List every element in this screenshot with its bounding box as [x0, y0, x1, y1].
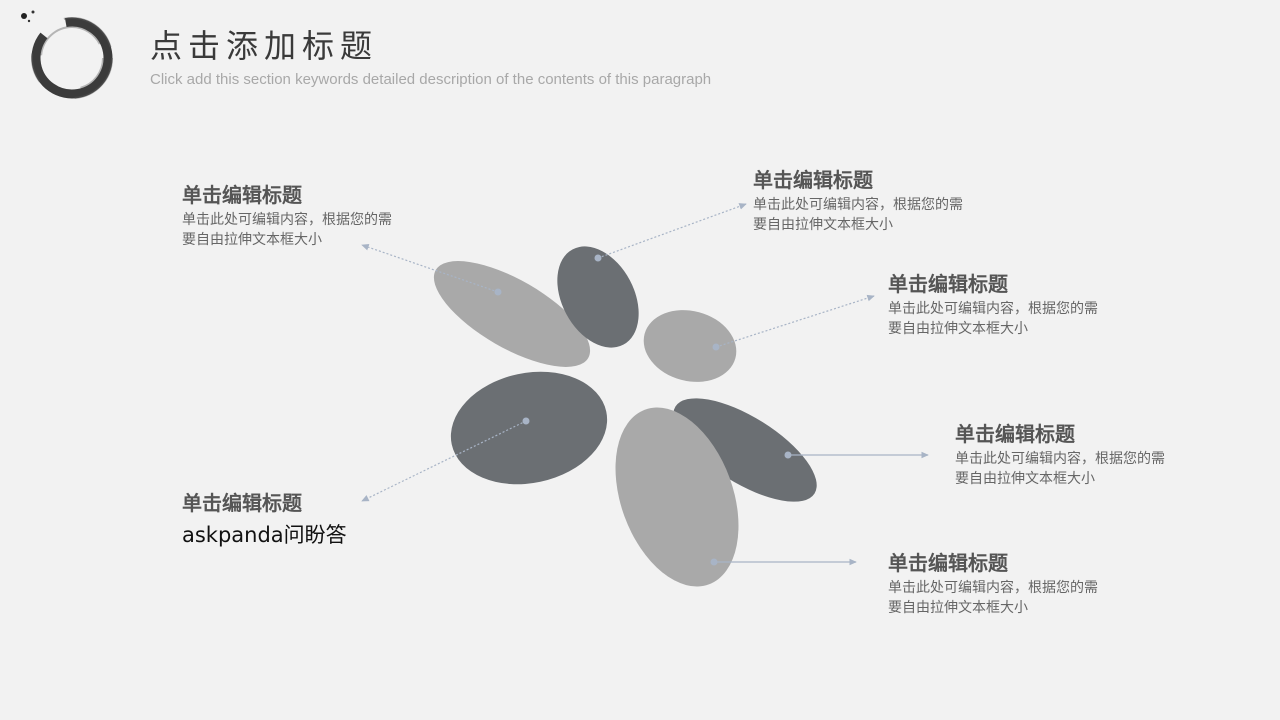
item-description-line: 单击此处可编辑内容，根据您的需 [955, 451, 1165, 467]
item-title: 单击编辑标题 [888, 272, 1008, 296]
text-block-lower-left[interactable]: 单击编辑标题 askpanda问盼答 [182, 490, 347, 550]
text-block-middle-right[interactable]: 单击编辑标题 单击此处可编辑内容，根据您的需 要自由拉伸文本框大小 [888, 271, 1098, 339]
item-description-line: 要自由拉伸文本框大小 [182, 232, 322, 248]
item-description: 单击此处可编辑内容，根据您的需 要自由拉伸文本框大小 [888, 299, 1098, 339]
item-description-line: 要自由拉伸文本框大小 [888, 321, 1028, 337]
item-description-line: 单击此处可编辑内容，根据您的需 [182, 212, 392, 228]
petal-top [557, 246, 639, 348]
anchor-dot-5 [710, 558, 718, 566]
petal-small-right [643, 310, 737, 382]
item-title: 单击编辑标题 [182, 491, 302, 515]
item-description: 单击此处可编辑内容，根据您的需 要自由拉伸文本框大小 [753, 195, 963, 235]
text-block-lower-right[interactable]: 单击编辑标题 单击此处可编辑内容，根据您的需 要自由拉伸文本框大小 [888, 550, 1098, 618]
connector-2 [597, 203, 747, 259]
item-title: 单击编辑标题 [955, 422, 1075, 446]
petal-right [673, 398, 817, 502]
item-description-line: 单击此处可编辑内容，根据您的需 [888, 301, 1098, 317]
item-description-line: 单击此处可编辑内容，根据您的需 [888, 580, 1098, 596]
item-description: 单击此处可编辑内容，根据您的需 要自由拉伸文本框大小 [955, 449, 1165, 489]
anchor-dot-2 [594, 254, 602, 262]
item-title: 单击编辑标题 [182, 183, 302, 207]
text-block-upper-left[interactable]: 单击编辑标题 单击此处可编辑内容，根据您的需 要自由拉伸文本框大小 [182, 182, 392, 250]
anchor-dot-4 [784, 451, 792, 459]
anchor-dot-3 [712, 343, 720, 351]
item-title: 单击编辑标题 [888, 551, 1008, 575]
item-description-line: 要自由拉伸文本框大小 [753, 217, 893, 233]
item-title: 单击编辑标题 [753, 168, 873, 192]
item-description-line: 单击此处可编辑内容，根据您的需 [753, 197, 963, 213]
text-block-far-right[interactable]: 单击编辑标题 单击此处可编辑内容，根据您的需 要自由拉伸文本框大小 [955, 421, 1165, 489]
item-description: 单击此处可编辑内容，根据您的需 要自由拉伸文本框大小 [888, 578, 1098, 618]
page-subtitle: Click add this section keywords detailed… [150, 71, 712, 88]
connector-6 [361, 420, 527, 502]
petal-upper-left [433, 261, 591, 367]
text-block-top-right[interactable]: 单击编辑标题 单击此处可编辑内容，根据您的需 要自由拉伸文本框大小 [753, 167, 963, 235]
item-description-line: 要自由拉伸文本框大小 [955, 471, 1095, 487]
item-description: 单击此处可编辑内容，根据您的需 要自由拉伸文本框大小 [182, 210, 392, 250]
petal-left-round [450, 371, 608, 485]
anchor-dot-1 [494, 288, 502, 296]
page-title: 点击添加标题 [150, 27, 379, 65]
ink-brush-circle-icon [21, 10, 113, 99]
anchor-dot-6 [522, 417, 530, 425]
item-description-line: 要自由拉伸文本框大小 [888, 600, 1028, 616]
watermark-text: askpanda问盼答 [182, 523, 347, 547]
connector-3 [715, 294, 875, 348]
petal-bottom [615, 407, 739, 587]
